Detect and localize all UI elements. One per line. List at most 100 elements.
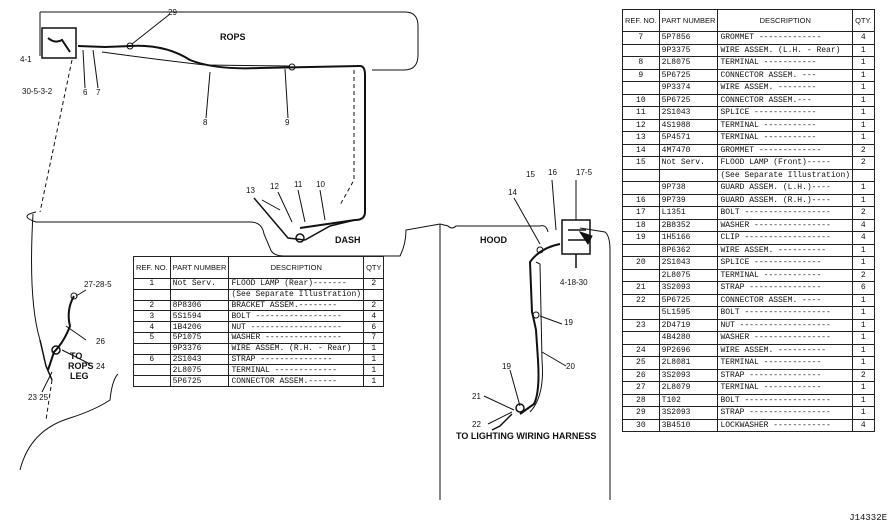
table-row: (See Separate Illustration)	[622, 168, 875, 182]
description-cell: BRACKET ASSEM.--------	[228, 299, 365, 312]
callout-16: 16	[548, 168, 557, 177]
description-cell: WASHER ----------------	[228, 331, 365, 344]
part-number-cell: 1H5166	[658, 231, 719, 245]
qty-cell: 7	[363, 331, 385, 344]
callout-27-28-5: 27-28-5	[84, 280, 112, 289]
ref-cell	[133, 375, 171, 387]
part-number-cell: 5P1075	[169, 331, 230, 344]
qty-cell: 1	[363, 364, 385, 377]
callout-26: 26	[96, 337, 105, 346]
description-cell: (See Separate Illustration)	[717, 168, 854, 182]
ref-cell: 16	[622, 193, 660, 207]
ref-cell: 22	[622, 293, 660, 307]
ref-cell: 10	[622, 93, 660, 107]
rops-harness	[77, 44, 366, 229]
description-cell: BOLT ------------------	[717, 393, 854, 407]
description-cell: TERMINAL -----------	[717, 56, 854, 70]
qty-cell: 1	[852, 106, 875, 120]
part-number-cell	[169, 288, 230, 301]
ref-cell: 1	[133, 278, 171, 290]
callout-22: 22	[472, 420, 481, 429]
part-number-cell: 3B4510	[658, 418, 719, 432]
ref-cell: 23	[622, 318, 660, 332]
callout-19-lower: 19	[502, 362, 511, 371]
description-cell: TERMINAL -----------	[717, 131, 854, 145]
to-lighting-harness-label: TO LIGHTING WIRING HARNESS	[456, 431, 597, 441]
description-cell: BOLT ------------------	[717, 306, 854, 320]
ref-cell: 25	[622, 356, 660, 370]
callout-19-upper: 19	[564, 318, 573, 327]
ref-cell	[622, 306, 660, 320]
description-cell: GUARD ASSEM. (R.H.)----	[717, 193, 854, 207]
qty-cell: 4	[852, 218, 875, 232]
ref-cell: 14	[622, 143, 660, 157]
part-number-cell: 1B4206	[169, 321, 230, 333]
callout-14: 14	[508, 188, 517, 197]
description-cell: CONNECTOR ASSEM. ---	[717, 68, 854, 82]
rops-outline	[40, 11, 419, 71]
callout-23-25: 23 25	[28, 393, 49, 402]
part-number-cell: 2L8075	[658, 56, 719, 70]
qty-cell: 1	[852, 356, 875, 370]
to-rops-leg-label-3: LEG	[70, 371, 89, 381]
callout-24: 24	[96, 362, 105, 371]
table-row: (See Separate Illustration)	[133, 288, 385, 301]
part-number-cell: T102	[658, 393, 719, 407]
description-cell: FLOOD LAMP (Rear)-------	[228, 278, 365, 290]
qty-cell: 2	[363, 299, 385, 312]
part-number-cell: 9P738	[658, 181, 719, 195]
qty-cell: 2	[852, 143, 875, 157]
qty-cell: 1	[852, 131, 875, 145]
ref-cell	[622, 43, 660, 57]
ref-cell	[622, 268, 660, 282]
part-number-cell: 4B4280	[658, 331, 719, 345]
dash-outline	[26, 211, 441, 257]
part-number-cell: 2L8075	[169, 364, 230, 377]
callout-10: 10	[316, 180, 325, 189]
callout-9: 9	[285, 118, 290, 127]
ref-cell: 3	[133, 310, 171, 323]
qty-cell: 1	[852, 181, 875, 195]
ref-cell: 21	[622, 281, 660, 295]
callout-29: 29	[168, 8, 177, 17]
part-number-cell: 2D4719	[658, 318, 719, 332]
part-number-cell: 2B8352	[658, 218, 719, 232]
callout-11: 11	[294, 180, 303, 189]
callout-20: 20	[566, 362, 575, 371]
to-rops-leg-label-1: TO	[70, 351, 83, 361]
part-number-cell: 5P4571	[658, 131, 719, 145]
part-number-cell: 8P6362	[658, 243, 719, 257]
part-number-cell: 5P6725	[169, 375, 230, 387]
description-cell: WIRE ASSEM. ----------	[717, 343, 854, 357]
header-qty: QTY	[363, 256, 385, 279]
header-part: PART NUMBER	[658, 9, 719, 32]
qty-cell: 1	[852, 81, 875, 95]
qty-cell: 1	[852, 393, 875, 407]
ref-cell: 13	[622, 131, 660, 145]
qty-cell: 4	[852, 231, 875, 245]
part-number-cell: Not Serv.	[658, 156, 719, 170]
ref-cell: 20	[622, 256, 660, 270]
part-number-cell: 8P8306	[169, 299, 230, 312]
description-cell: WIRE ASSEM. ----------	[717, 243, 854, 257]
part-number-cell: 9P3374	[658, 81, 719, 95]
description-cell: TERMINAL -----------	[717, 118, 854, 132]
part-number-cell: 5P6725	[658, 68, 719, 82]
part-number-cell: 3S2093	[658, 368, 719, 382]
part-number-cell	[658, 168, 719, 182]
qty-cell: 2	[852, 268, 875, 282]
